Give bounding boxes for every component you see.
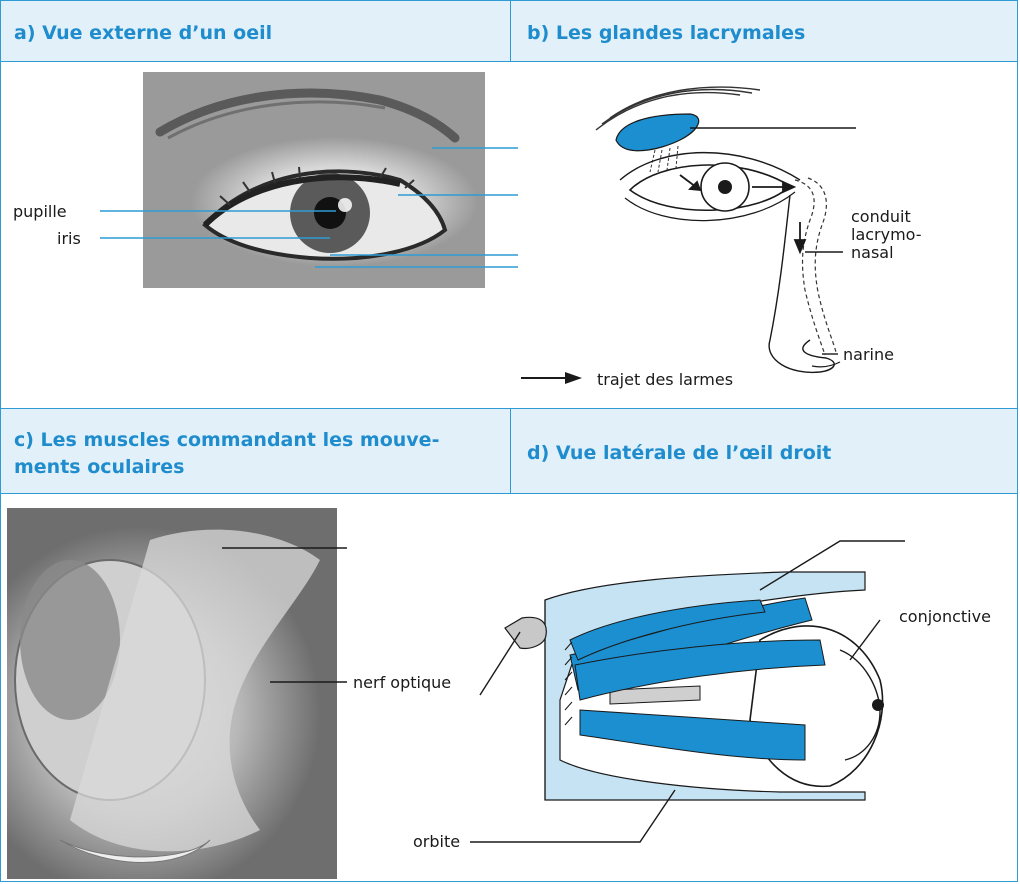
label-orbit: orbite	[413, 832, 460, 851]
nerve-leader	[480, 632, 520, 695]
label-conjunctiva: conjonctive	[899, 607, 991, 626]
nerve-stub	[505, 617, 546, 648]
